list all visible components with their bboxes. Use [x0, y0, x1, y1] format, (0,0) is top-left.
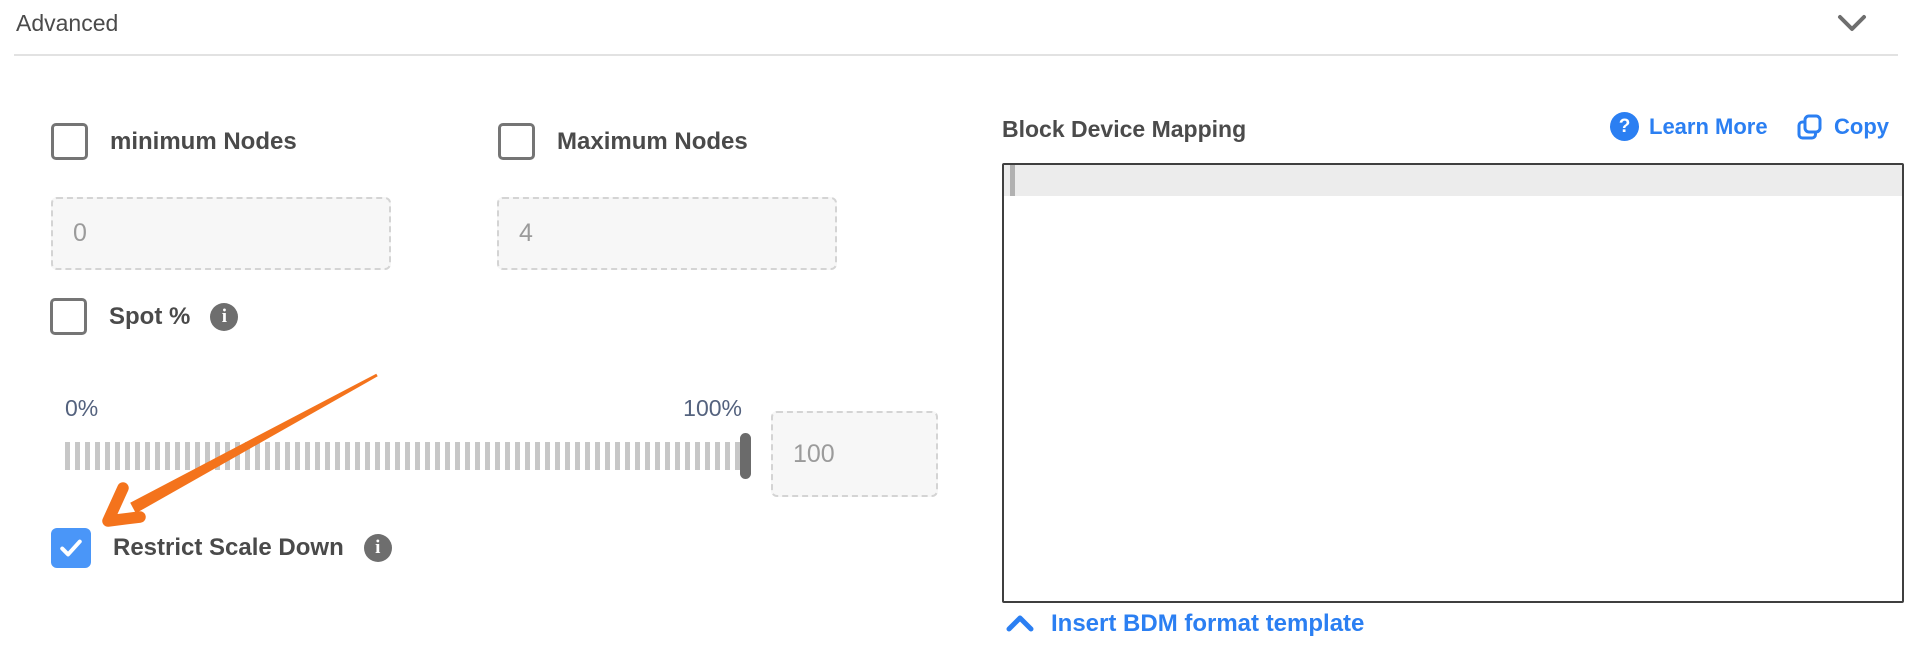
min-nodes-checkbox[interactable] [51, 123, 88, 160]
min-nodes-label: minimum Nodes [110, 127, 297, 155]
insert-bdm-template-link[interactable]: Insert BDM format template [1005, 610, 1364, 638]
chevron-up-icon [1006, 615, 1034, 632]
editor-caret [1010, 165, 1015, 196]
spot-label: Spot % [109, 302, 191, 330]
section-divider [14, 54, 1898, 56]
slider-labels: 0% 100% [65, 395, 742, 422]
panel-title: Advanced [16, 10, 119, 36]
copy-label: Copy [1834, 114, 1889, 139]
spot-percentage-input[interactable]: 100 [771, 411, 938, 497]
learn-more-label: Learn More [1649, 113, 1768, 139]
max-nodes-checkbox-row: Maximum Nodes [498, 123, 748, 160]
spot-info-icon[interactable]: i [210, 302, 239, 331]
checkmark-icon [60, 539, 82, 557]
restrict-scale-down-info-icon[interactable]: i [363, 534, 392, 562]
copy-button[interactable]: Copy [1797, 113, 1889, 141]
restrict-scale-down-label: Restrict Scale Down [113, 534, 344, 561]
spot-checkbox-row: Spot % i [50, 298, 239, 335]
max-nodes-label: Maximum Nodes [557, 127, 748, 155]
chevron-down-icon[interactable] [1836, 10, 1868, 36]
spot-checkbox[interactable] [50, 298, 87, 335]
editor-content [1004, 165, 1902, 601]
max-nodes-checkbox[interactable] [498, 123, 535, 160]
bdm-title: Block Device Mapping [1002, 116, 1247, 142]
slider-max-label: 100% [683, 395, 742, 421]
copy-icon [1797, 114, 1822, 140]
min-nodes-input[interactable]: 0 [51, 197, 391, 270]
editor-active-line [1004, 165, 1902, 196]
slider-min-label: 0% [65, 395, 99, 421]
restrict-scale-down-checkbox[interactable] [51, 528, 91, 568]
learn-more-link[interactable]: ? Learn More [1610, 112, 1768, 141]
slider-handle[interactable] [740, 433, 751, 479]
max-nodes-input[interactable]: 4 [497, 197, 837, 270]
spot-percentage-slider[interactable] [65, 433, 751, 479]
restrict-scale-down-row: Restrict Scale Down i [51, 528, 392, 568]
bdm-editor-textarea[interactable] [1002, 163, 1904, 603]
help-icon: ? [1610, 112, 1639, 141]
insert-bdm-template-label: Insert BDM format template [1051, 610, 1365, 637]
min-nodes-checkbox-row: minimum Nodes [51, 123, 297, 160]
